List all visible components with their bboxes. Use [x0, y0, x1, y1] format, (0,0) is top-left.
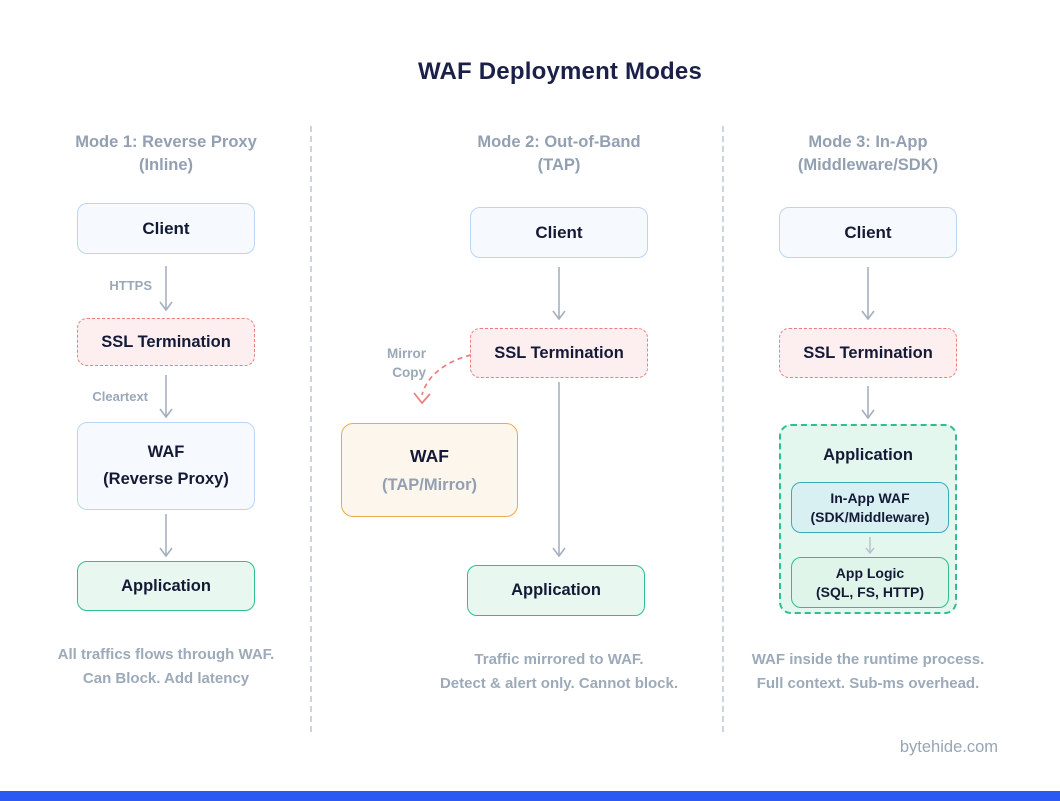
mode3-inapp-waf-label-line2: (SDK/Middleware): [810, 508, 930, 525]
arrow-down-icon: [861, 267, 875, 321]
mode3-inapp-waf-node: In-App WAF (SDK/Middleware): [791, 482, 949, 533]
mode2-ssl-label: SSL Termination: [494, 343, 624, 362]
mode2-application-label: Application: [511, 581, 601, 599]
mode1-ssl-label: SSL Termination: [101, 332, 231, 351]
mode3-client-label: Client: [844, 222, 892, 242]
mode3-ssl-node: SSL Termination: [779, 328, 957, 378]
mirror-copy-curved-arrow-icon: [413, 354, 472, 405]
arrow-down-icon: [159, 266, 173, 312]
mode2-client-label: Client: [535, 222, 583, 242]
arrow-down-icon: [552, 267, 566, 321]
column-divider-1: [310, 126, 312, 732]
bottom-accent-bar: [0, 791, 1060, 801]
mode2-header: Mode 2: Out-of-Band (TAP): [477, 133, 641, 174]
mode1-header: Mode 1: Reverse Proxy (Inline): [75, 133, 257, 174]
mode1-https-label: HTTPS: [109, 278, 152, 293]
column-divider-2: [722, 126, 724, 732]
mode1-application-node: Application: [77, 561, 255, 611]
mode1-caption: All traffics flows through WAF. Can Bloc…: [57, 646, 275, 687]
mode2-waf-label-line1: WAF: [410, 445, 449, 466]
mode3-app-logic-node: App Logic (SQL, FS, HTTP): [791, 557, 949, 608]
mode2-application-node: Application: [467, 565, 645, 616]
long-arrow-down-icon: [552, 382, 566, 558]
mode3-inapp-waf-label-line1: In-App WAF: [830, 489, 910, 506]
mode2-mirror-copy-label: Mirror Copy: [386, 346, 426, 380]
mode1-cleartext-label: Cleartext: [92, 389, 148, 404]
mode3-header: Mode 3: In-App (Middleware/SDK): [797, 133, 939, 174]
mode1-waf-label-line2: (Reverse Proxy): [103, 470, 229, 488]
mode3-application-label: Application: [823, 446, 913, 464]
small-arrow-down-icon: [865, 537, 875, 555]
mode1-client-label: Client: [142, 218, 190, 238]
mode1-waf-label-line1: WAF: [147, 443, 185, 461]
mode3-app-logic-label-line2: (SQL, FS, HTTP): [815, 583, 925, 600]
mode3-application-container: Application In-App WAF (SDK/Middleware) …: [779, 424, 957, 614]
mode3-app-logic-label-line1: App Logic: [835, 564, 905, 581]
page-title: WAF Deployment Modes: [417, 58, 703, 85]
mode1-ssl-node: SSL Termination: [77, 318, 255, 366]
mode1-application-label: Application: [121, 576, 211, 595]
mode2-waf-tap-node: WAF (TAP/Mirror): [341, 423, 518, 517]
arrow-down-icon: [861, 386, 875, 420]
mode3-caption: WAF inside the runtime process. Full con…: [751, 651, 985, 692]
mode1-waf-node: WAF (Reverse Proxy): [77, 422, 255, 510]
mode3-client-node: Client: [779, 207, 957, 258]
arrow-down-icon: [159, 514, 173, 558]
arrow-down-icon: [159, 375, 173, 419]
mode2-client-node: Client: [470, 207, 648, 258]
mode2-caption: Traffic mirrored to WAF. Detect & alert …: [439, 651, 679, 692]
mode2-waf-label-line2: (TAP/Mirror): [381, 475, 478, 494]
mode3-ssl-label: SSL Termination: [803, 343, 933, 362]
mode2-ssl-node: SSL Termination: [470, 328, 648, 378]
brand-footer: bytehide.com: [899, 738, 998, 756]
mode1-client-node: Client: [77, 203, 255, 254]
